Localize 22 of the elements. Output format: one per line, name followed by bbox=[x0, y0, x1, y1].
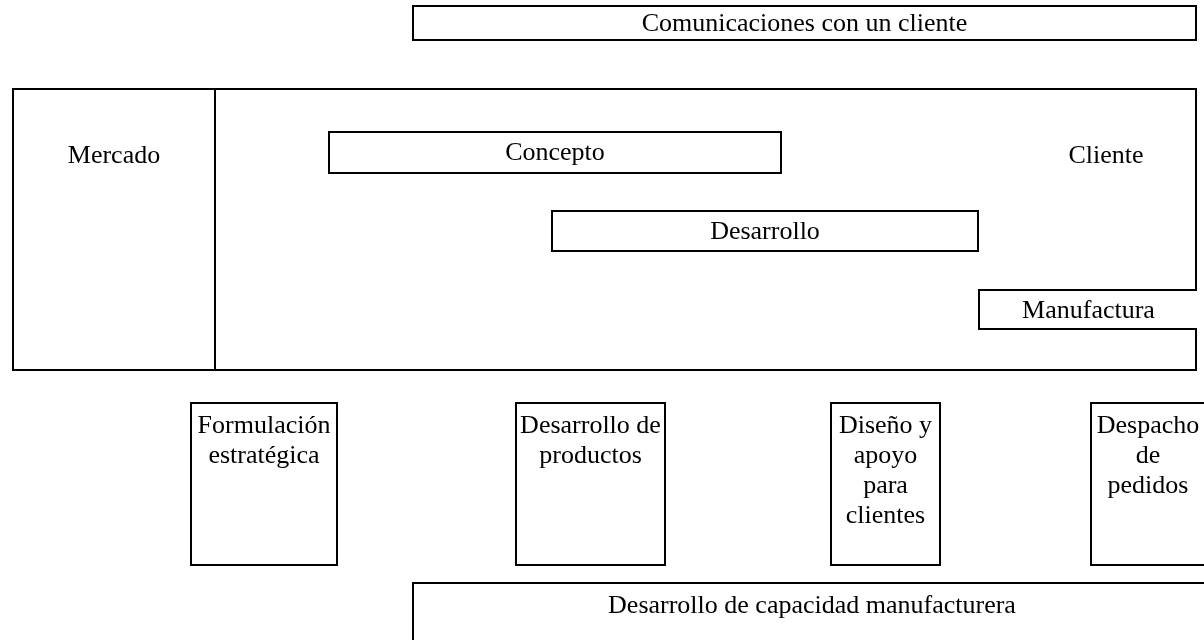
process-box bbox=[830, 402, 941, 566]
node-label: Cliente bbox=[1067, 140, 1145, 170]
node-label: Concepto bbox=[504, 137, 606, 167]
panel-cell bbox=[214, 90, 1195, 369]
process-box bbox=[515, 402, 666, 566]
node-label: Desarrollo de capacidad manufacturera bbox=[607, 590, 1017, 620]
phase-bar bbox=[978, 289, 1197, 330]
node-label: Mercado bbox=[66, 140, 162, 170]
node-label: Diseño y apoyo para clientes bbox=[837, 410, 934, 530]
node-label: Manufactura bbox=[1021, 295, 1156, 325]
node-label: Comunicaciones con un cliente bbox=[640, 8, 969, 38]
process-box bbox=[190, 402, 338, 566]
phase-bar bbox=[551, 210, 979, 252]
node-label: Formulación estratégica bbox=[196, 410, 332, 470]
node-label: Desarrollo bbox=[709, 216, 821, 246]
process-bar bbox=[412, 5, 1197, 41]
phase-bar bbox=[328, 131, 782, 174]
node-label: Despacho de pedidos bbox=[1095, 410, 1201, 500]
process-box bbox=[1090, 402, 1204, 566]
node-label: Desarrollo de productos bbox=[519, 410, 662, 470]
panel-frame bbox=[12, 88, 1197, 371]
process-bar bbox=[412, 582, 1204, 640]
